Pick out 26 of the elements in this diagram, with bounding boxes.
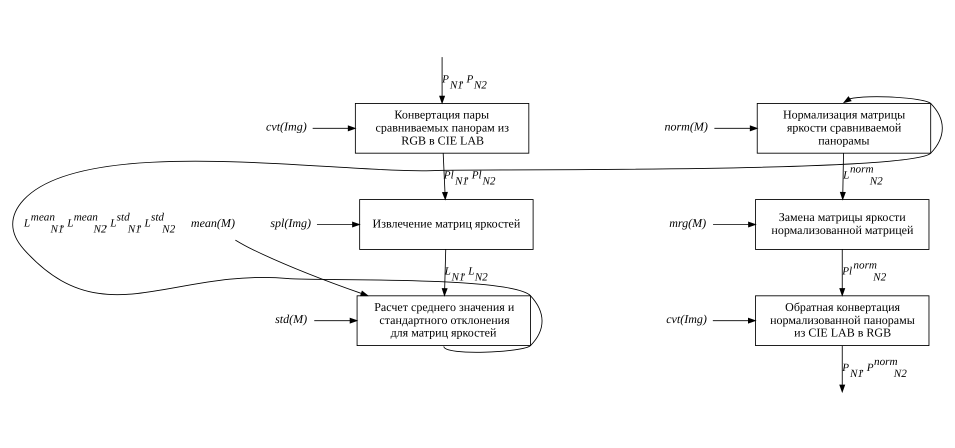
arrow [840,152,846,200]
arrow [234,239,370,296]
arrow [312,124,356,131]
node-box: Извлечение матриц яркостей [359,198,534,250]
node-box: Замена матрицы яркости нормализованной матрицей [755,198,930,250]
node-box: Расчет среднего значения и стандартного отклонения для матриц яркостей [356,294,531,346]
arrow [839,344,846,393]
node-text: cvt(Img) [666,311,707,326]
arrow [714,124,758,131]
node-text: mean(M) [190,215,235,230]
arrow [839,248,846,296]
arrow [314,317,358,324]
node-text: norm(M) [664,119,708,134]
node-text: spl(Img) [270,215,312,230]
node-box: Конвертация пары сравниваемых панорам из RGB в CIE LAB [354,102,530,154]
arrow [712,220,757,228]
node-text: cvt(Img) [266,119,307,134]
arrow [712,317,757,324]
arrow [442,152,448,200]
arrow [316,220,361,228]
node-text: mrg(M) [669,215,706,230]
arrow [439,56,446,104]
node-box: Нормализация матрицы яркости сравниваемой панорамы [756,102,932,154]
arrow [12,96,943,352]
node-box: Обратная конвертация нормализованной панорамы из CIE LAB в RGB [755,294,930,346]
node-text: std(M) [275,311,308,326]
